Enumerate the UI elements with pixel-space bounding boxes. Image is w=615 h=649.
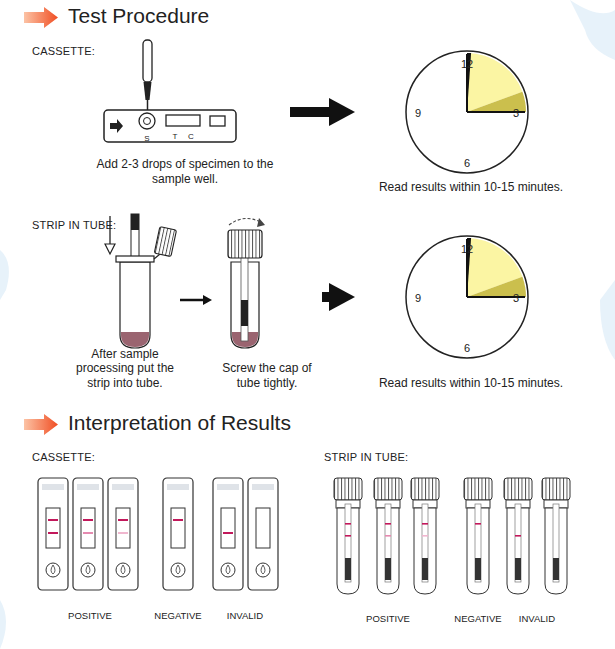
result-label: NEGATIVE [454,608,501,626]
panel-ground [18,36,592,204]
step-box: Add 2-3 drops of specimen to the sample … [80,42,290,190]
panel-heading: STRIP IN TUBE: [324,451,583,463]
port-letter: S [144,127,149,145]
clock-number: 9 [415,103,421,121]
panel: Add 2-3 drops of specimen to the sample … [18,36,592,204]
result-label-text: POSITIVE [366,614,410,625]
clock-number: 6 [464,338,470,356]
step-caption: Read results within 10-15 minutes. [379,376,563,390]
clock-number-text: 12 [461,243,473,256]
step-box: After sample processing put the strip in… [70,216,180,394]
panel: After sample processing put the strip in… [18,210,592,398]
clock-number: 12 [461,239,473,257]
port-letter-text: S [144,134,149,143]
result-label: POSITIVE [68,605,112,623]
clock-number: 12 [461,54,473,72]
line-letter-text: T [173,132,178,141]
section-heading: Interpretation of Results [68,411,291,435]
result-label: POSITIVE [366,608,410,626]
clock-number-text: 3 [513,107,519,120]
step-caption: After sample processing put the strip in… [72,347,178,390]
panel-heading: CASSETTE: [32,451,287,463]
clock-number: 9 [415,288,421,306]
panel: STRIP IN TUBE: [310,442,597,642]
clock-number: 3 [513,103,519,121]
panel-heading: CASSETTE: [32,45,578,57]
section-heading-text: Interpretation of Results [68,411,291,435]
page-heading: Test Procedure [68,4,209,28]
result-label-text: NEGATIVE [154,611,201,622]
clock-number-text: 9 [415,292,421,305]
result-label-text: INVALID [227,611,263,622]
flow-arrow [290,107,331,117]
clock-number: 6 [464,153,470,171]
step-box: Read results within 10-15 minutes. [355,216,587,394]
line-letter-text: C [188,132,194,141]
clock-number-text: 3 [513,292,519,305]
clock-number-text: 12 [461,58,473,71]
panel-ground [310,442,597,642]
flow-arrow [180,299,204,302]
clock-number: 3 [513,288,519,306]
result-label: INVALID [519,608,555,626]
result-label-text: INVALID [519,614,555,625]
result-label-text: POSITIVE [68,611,112,622]
result-label: NEGATIVE [154,605,201,623]
step-box: Screw the cap of tube tightly. [212,216,322,394]
clock-number-text: 6 [464,157,470,170]
line-letter: T [173,125,178,143]
step-caption: Add 2-3 drops of specimen to the sample … [82,157,288,186]
result-label: INVALID [227,605,263,623]
page-heading-text: Test Procedure [68,4,209,28]
flow-arrow [322,292,331,302]
line-letter: C [188,125,194,143]
panel-heading: STRIP IN TUBE: [32,219,578,231]
clock-number-text: 6 [464,342,470,355]
result-label-text: NEGATIVE [454,614,501,625]
step-caption: Screw the cap of tube tightly. [214,361,320,390]
clock-number-text: 9 [415,107,421,120]
step-caption: Read results within 10-15 minutes. [379,180,563,194]
